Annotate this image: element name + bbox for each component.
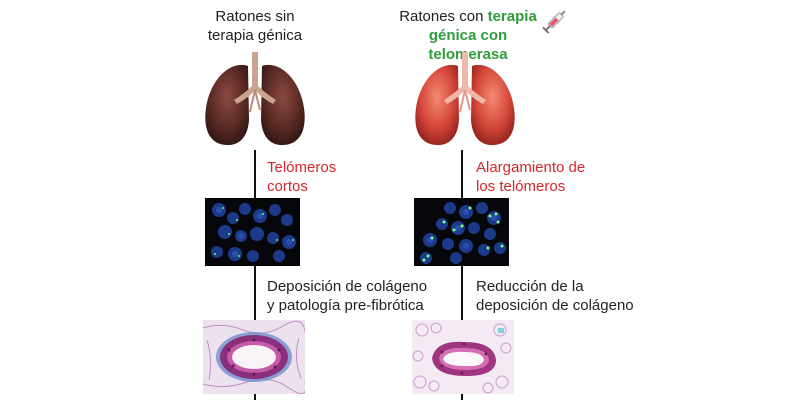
lung-tissue-histology-untreated — [203, 320, 305, 394]
right-title-line1: Ratones con — [399, 8, 483, 25]
left-label1-line2: cortos — [267, 177, 336, 196]
left-label-short-telomeres: Telómeros cortos — [267, 158, 336, 196]
syringe-icon — [540, 5, 570, 37]
left-title-line1: Ratones sin — [185, 7, 325, 26]
left-label2-line2: y patología pre-fibrótica — [267, 296, 427, 315]
right-label1-line1: Alargamiento de — [476, 158, 585, 177]
right-label-collagen-reduction: Reducción de la deposición de colágeno — [476, 277, 634, 315]
left-title: Ratones sin terapia génica — [185, 7, 325, 45]
left-label-collagen: Deposición de colágeno y patología pre-f… — [267, 277, 427, 315]
left-label2-line1: Deposición de colágeno — [267, 277, 427, 296]
lung-illustration-treated — [410, 50, 520, 150]
right-label1-line2: los telómeros — [476, 177, 585, 196]
telomere-micrograph-treated — [414, 198, 509, 266]
lung-illustration-untreated — [200, 50, 310, 150]
telomere-micrograph-untreated — [205, 198, 300, 266]
right-label2-line2: deposición de colágeno — [476, 296, 634, 315]
right-label2-line1: Reducción de la — [476, 277, 634, 296]
right-label-telomere-elongation: Alargamiento de los telómeros — [476, 158, 585, 196]
lung-tissue-histology-treated — [412, 320, 514, 394]
right-title-green1: terapia — [488, 8, 537, 25]
left-title-line2: terapia génica — [185, 26, 325, 45]
left-label1-line1: Telómeros — [267, 158, 336, 177]
